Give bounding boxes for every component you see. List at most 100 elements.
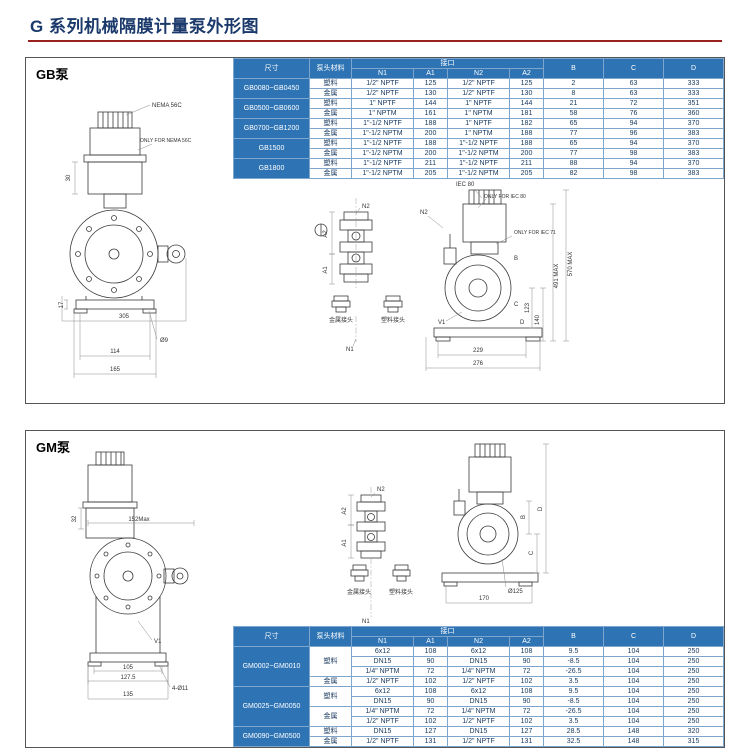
value-cell: 370 xyxy=(663,118,724,129)
header-material: 泵头材料 xyxy=(309,58,352,79)
gm-valve-assembly xyxy=(350,494,411,582)
gm-side-dimensions xyxy=(445,443,549,604)
value-cell: 1/2" NPTF xyxy=(351,736,414,747)
n2-label: N2 xyxy=(377,487,385,493)
value-cell: 250 xyxy=(663,716,724,727)
value-cell: 250 xyxy=(663,706,724,717)
value-cell: 205 xyxy=(413,168,448,179)
value-cell: 125 xyxy=(413,78,448,89)
value-cell: 1" NPTM xyxy=(447,108,510,119)
material-cell: 金属 xyxy=(309,706,352,727)
material-cell: 塑料 xyxy=(309,118,352,129)
side-n2-label: N2 xyxy=(420,210,428,216)
header-d: D xyxy=(663,626,724,647)
value-cell: 72 xyxy=(509,706,544,717)
dim-152-label: 152Max xyxy=(128,517,149,523)
header-n1: N1 xyxy=(351,636,414,647)
value-cell: 76 xyxy=(603,108,664,119)
dim-17-label: 17 xyxy=(59,301,65,308)
size-cell: GB0500~GB0600 xyxy=(233,98,310,119)
value-cell: 88 xyxy=(543,158,604,169)
gb-panel-label: GB泵 xyxy=(36,67,69,82)
gb-valve-assembly xyxy=(314,211,403,313)
gm-front-view xyxy=(82,451,189,667)
d-dim-label: D xyxy=(538,506,544,511)
value-cell: 370 xyxy=(663,138,724,149)
value-cell: -8.5 xyxy=(543,656,604,667)
value-cell: DN15 xyxy=(447,726,510,737)
header-n1: N1 xyxy=(351,68,414,79)
gm-valve-dimensions xyxy=(348,492,376,559)
max-491-label: 491 MAX xyxy=(554,264,560,289)
value-cell: 108 xyxy=(413,646,448,657)
header-d: D xyxy=(663,58,724,79)
size-cell: GB1500 xyxy=(233,138,310,159)
header-b: B xyxy=(543,58,604,79)
value-cell: 90 xyxy=(413,656,448,667)
value-cell: 77 xyxy=(543,148,604,159)
only-iec80-label: ONLY FOR IEC 80 xyxy=(484,194,526,200)
value-cell: 1/2" NPTF xyxy=(447,736,510,747)
value-cell: 6x12 xyxy=(351,686,414,697)
value-cell: 3.5 xyxy=(543,716,604,727)
material-cell: 塑料 xyxy=(309,138,352,149)
c-dim-label: C xyxy=(529,550,535,555)
value-cell: 250 xyxy=(663,656,724,667)
material-cell: 金属 xyxy=(309,88,352,99)
value-cell: 1"-1/2 NPTM xyxy=(351,168,414,179)
value-cell: 72 xyxy=(509,666,544,677)
value-cell: 127 xyxy=(413,726,448,737)
gb-panel: GB泵 尺寸 泵头材料 接口 B C D N1 A1 N2 A2 GB0080~… xyxy=(25,57,725,404)
value-cell: 188 xyxy=(413,118,448,129)
value-cell: DN15 xyxy=(351,656,414,667)
value-cell: 1"-1/2 NPTF xyxy=(447,158,510,169)
value-cell: 90 xyxy=(509,656,544,667)
value-cell: 2 xyxy=(543,78,604,89)
dim-229-label: 229 xyxy=(473,348,484,354)
value-cell: 205 xyxy=(509,168,544,179)
value-cell: 104 xyxy=(603,686,664,697)
value-cell: 6x12 xyxy=(447,686,510,697)
value-cell: 131 xyxy=(509,736,544,747)
value-cell: 1" NPTF xyxy=(447,118,510,129)
material-cell: 塑料 xyxy=(309,726,352,737)
value-cell: 130 xyxy=(509,88,544,99)
value-cell: 94 xyxy=(603,118,664,129)
value-cell: 32.5 xyxy=(543,736,604,747)
material-cell: 金属 xyxy=(309,168,352,179)
value-cell: -26.5 xyxy=(543,706,604,717)
gb-technical-drawing: NEMA 56C ONLY FOR NEMA 56C 30 17 305 Ø9 … xyxy=(59,103,574,378)
material-cell: 金属 xyxy=(309,128,352,139)
value-cell: 98 xyxy=(603,148,664,159)
value-cell: 108 xyxy=(509,646,544,657)
value-cell: 72 xyxy=(413,666,448,677)
value-cell: 3.5 xyxy=(543,676,604,687)
table-subheader-row: N1 A1 N2 A2 xyxy=(234,68,724,79)
value-cell: 104 xyxy=(603,646,664,657)
gm-side-view xyxy=(441,443,539,587)
value-cell: 63 xyxy=(603,88,664,99)
value-cell: 383 xyxy=(663,128,724,139)
dia-125-label: Ø125 xyxy=(508,589,523,595)
value-cell: 6x12 xyxy=(447,646,510,657)
header-a2: A2 xyxy=(509,68,544,79)
value-cell: 1"-1/2 NPTF xyxy=(351,158,414,169)
v1-label: V1 xyxy=(154,639,162,645)
material-cell: 金属 xyxy=(309,108,352,119)
gb-side-view xyxy=(433,189,543,342)
value-cell: DN15 xyxy=(447,696,510,707)
a1-label: A1 xyxy=(323,266,329,274)
value-cell: 94 xyxy=(603,158,664,169)
header-port: 接口 xyxy=(351,626,544,637)
value-cell: 211 xyxy=(509,158,544,169)
header-material: 泵头材料 xyxy=(309,626,352,647)
value-cell: 21 xyxy=(543,98,604,109)
value-cell: 6x12 xyxy=(351,646,414,657)
value-cell: 383 xyxy=(663,148,724,159)
value-cell: 1/2" NPTF xyxy=(351,676,414,687)
